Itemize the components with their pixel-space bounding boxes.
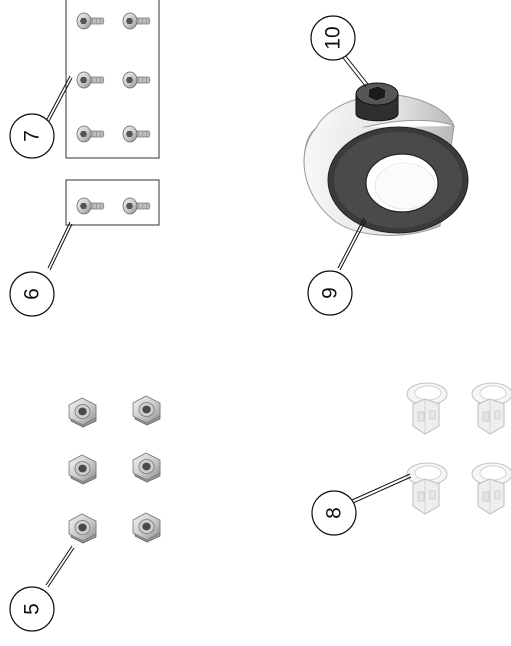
hex-nut-icon — [132, 395, 161, 426]
callout-10: 10 — [310, 15, 356, 61]
leader-9 — [337, 217, 367, 271]
leader-5 — [45, 545, 75, 588]
cable-clip-icon — [471, 462, 511, 515]
callout-8: 8 — [311, 490, 357, 536]
callout-6: 6 — [9, 271, 55, 317]
part-6-box — [65, 179, 160, 226]
callout-5: 5 — [9, 586, 55, 632]
callout-5-label: 5 — [21, 603, 44, 615]
leader-lines — [45, 54, 412, 588]
part-8-group — [406, 382, 511, 515]
part-7-group — [65, 0, 160, 159]
cable-clip-icon — [406, 462, 448, 515]
flat-head-screw-icon — [76, 125, 105, 143]
flat-head-screw-icon — [122, 71, 151, 89]
hex-nut-icon — [132, 512, 161, 543]
callout-10-label: 10 — [322, 26, 345, 49]
set-screw-icon — [355, 82, 399, 122]
flat-head-screw-icon — [122, 12, 151, 30]
cable-clip-icon — [406, 382, 448, 435]
callout-8-label: 8 — [323, 507, 346, 519]
hex-nut-icon — [68, 454, 97, 485]
cable-clip-icon — [471, 382, 511, 435]
leader-6 — [47, 221, 73, 271]
leader-10 — [342, 54, 369, 88]
hex-nut-icon — [68, 513, 97, 544]
hex-nut-icon — [132, 452, 161, 483]
part-6-group — [65, 179, 160, 226]
callout-7-label: 7 — [21, 130, 44, 142]
hex-nut-icon — [68, 397, 97, 428]
part-5-group — [68, 395, 161, 544]
flat-head-screw-icon — [122, 197, 151, 215]
flat-head-screw-icon — [76, 197, 105, 215]
shaft-collar-icon — [303, 94, 469, 236]
callout-9-label: 9 — [319, 287, 342, 299]
part-7-box — [65, 0, 160, 159]
flat-head-screw-icon — [76, 12, 105, 30]
flat-head-screw-icon — [76, 71, 105, 89]
callout-9: 9 — [307, 270, 353, 316]
leader-8 — [351, 473, 412, 504]
leader-7 — [45, 75, 73, 124]
callout-6-label: 6 — [21, 288, 44, 300]
callout-7: 7 — [9, 113, 55, 159]
flat-head-screw-icon — [122, 125, 151, 143]
